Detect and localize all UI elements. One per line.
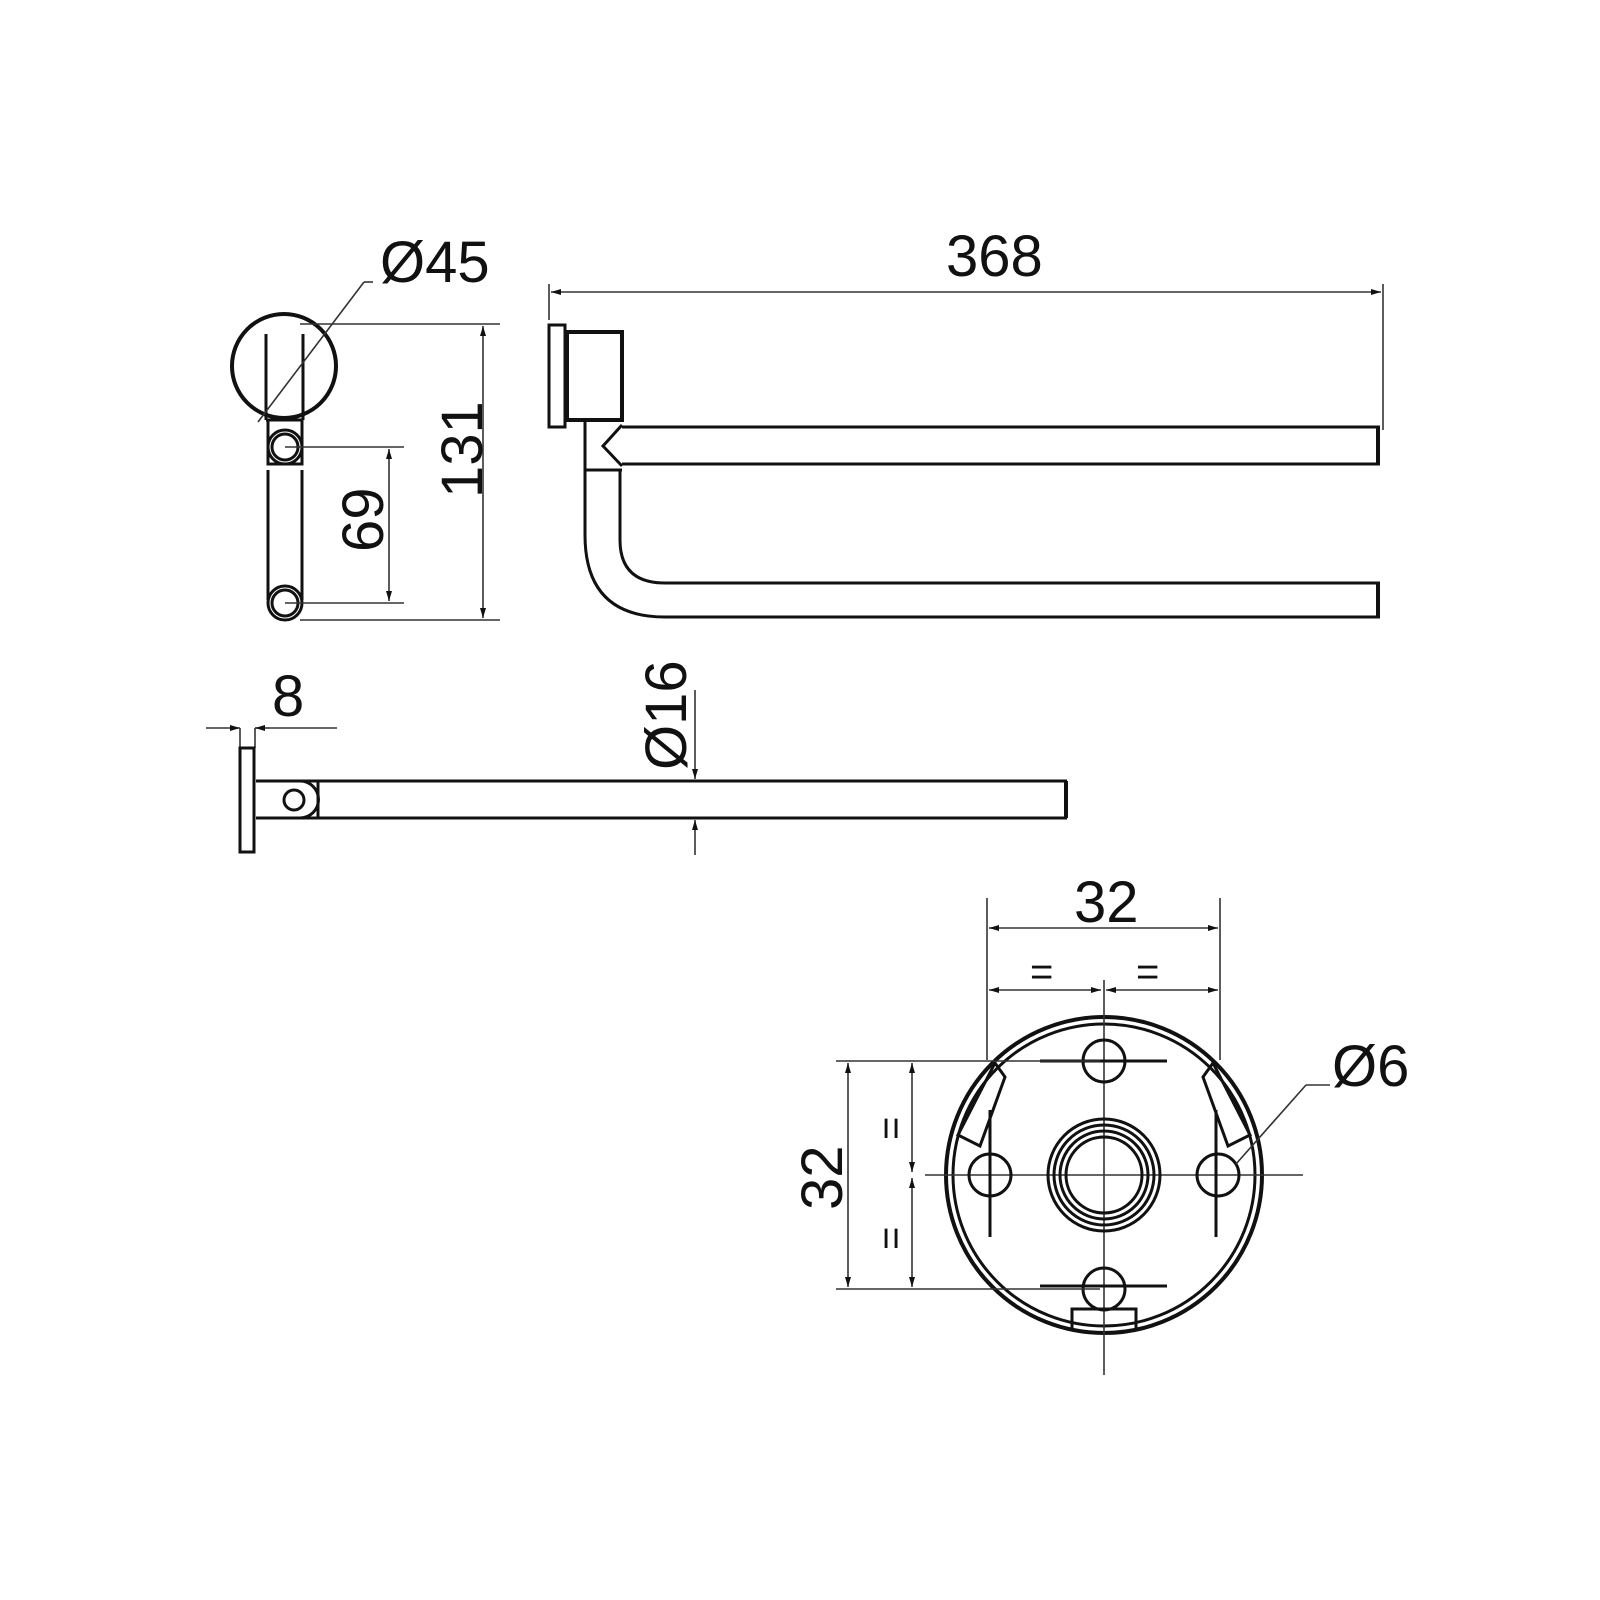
equal-mark-right: = bbox=[1136, 950, 1159, 994]
hole-spacing-horizontal-label: 32 bbox=[1074, 870, 1139, 935]
mounting-plate-view bbox=[836, 898, 1330, 1375]
equal-mark-bottom: = bbox=[869, 1227, 913, 1250]
equal-mark-top: = bbox=[869, 1117, 913, 1140]
overall-height-label: 131 bbox=[430, 401, 495, 498]
overall-length-label: 368 bbox=[946, 224, 1043, 289]
equal-mark-left: = bbox=[1030, 950, 1053, 994]
side-view-end bbox=[230, 281, 500, 622]
top-view bbox=[206, 690, 1068, 855]
hole-diameter-label: Ø6 bbox=[1332, 1034, 1409, 1099]
flange-thickness-label: 8 bbox=[272, 664, 304, 729]
front-view bbox=[547, 284, 1384, 619]
bar-diameter-label: Ø16 bbox=[634, 660, 699, 770]
bar-spacing-label: 69 bbox=[331, 487, 396, 552]
flange-diameter-label: Ø45 bbox=[380, 230, 490, 295]
hole-spacing-vertical-label: 32 bbox=[790, 1145, 855, 1210]
